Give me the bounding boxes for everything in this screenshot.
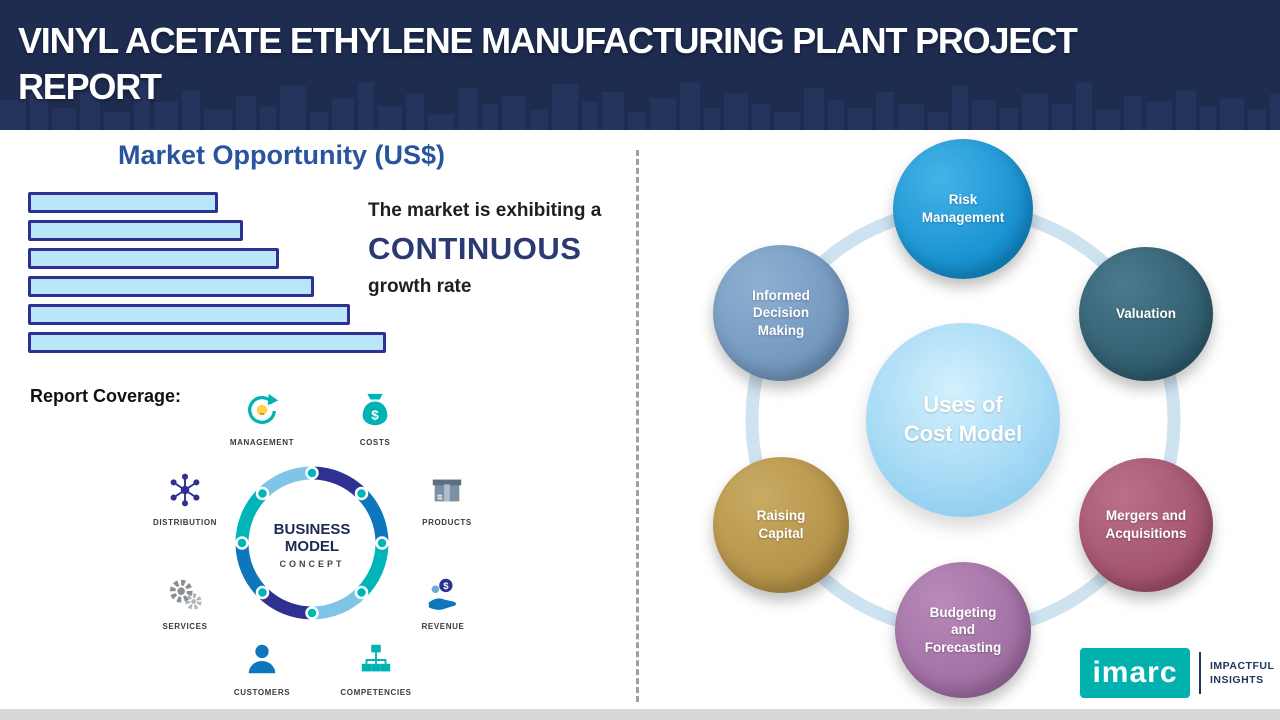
circle-mergers-acquisitions-label: Mergers and Acquisitions [1105,508,1187,541]
circle-valuation-label: Valuation [1115,306,1176,322]
logo-tagline-line2: INSIGHTS [1210,674,1264,686]
market-growth-text: The market is exhibiting a CONTINUOUS gr… [368,200,638,298]
market-opportunity-bar-chart [28,192,386,360]
market-bar [28,192,218,213]
management-icon [243,391,281,434]
uses-center-line1: Uses of [923,392,1003,418]
services-label: SERVICES [162,622,208,631]
services-item: SERVICES [140,575,230,631]
costs-label: COSTS [359,438,391,447]
competencies-label: COMPETENCIES [340,688,412,697]
report-coverage-label: Report Coverage: [30,386,182,406]
uses-of-cost-model-circle: Uses of Cost Model [866,323,1060,517]
distribution-label: DISTRIBUTION [152,518,218,527]
management-item: MANAGEMENT [217,391,307,447]
circle-budgeting-forecasting: Budgeting and Forecasting [895,562,1031,698]
market-bar [28,304,350,325]
circle-valuation: Valuation [1079,247,1213,381]
logo-divider [1199,652,1201,694]
box-icon [428,471,466,514]
products-label: PRODUCTS [422,518,472,527]
city-skyline-graphic [0,80,1280,130]
business-model-diagram: BUSINESS MODEL CONCEPT MANAGEMENT $ COST… [140,383,520,713]
gears-icon [166,575,204,618]
market-bar [28,220,243,241]
management-label: MANAGEMENT [229,438,295,447]
imarc-logo: imarc IMPACTFUL INSIGHTS [1080,648,1274,698]
org-chart-icon [357,641,395,684]
hand-coins-icon: $ [424,575,462,618]
circle-informed-decision-making: Informed Decision Making [713,245,849,381]
circle-mergers-acquisitions: Mergers and Acquisitions [1079,458,1213,592]
svg-text:$: $ [443,581,449,592]
market-text-line1: The market is exhibiting a [368,200,602,221]
logo-tagline: IMPACTFUL INSIGHTS [1210,659,1274,687]
distribution-item: DISTRIBUTION [140,471,230,527]
network-icon [166,471,204,514]
products-item: PRODUCTS [402,471,492,527]
section-title-market-opportunity: Market Opportunity (US$) [118,140,446,170]
revenue-label: REVENUE [421,622,465,631]
business-model-title: BUSINESS MODEL [273,521,351,556]
imarc-logo-box: imarc [1080,648,1190,698]
uses-center-line2: Cost Model [903,421,1023,446]
market-bar [28,276,314,297]
business-model-center: BUSINESS MODEL CONCEPT [252,521,372,569]
circle-raising-capital: Raising Capital [713,457,849,593]
circle-budgeting-forecasting-label: Budgeting and Forecasting [924,604,1002,655]
market-text-continuous: CONTINUOUS [368,231,582,266]
imarc-brand-text: imarc [1092,656,1178,689]
money-bag-icon: $ [356,391,394,434]
person-icon [243,641,281,684]
circle-risk-management: Risk Management [893,139,1033,279]
customers-label: CUSTOMERS [233,688,291,697]
revenue-item: $ REVENUE [398,575,488,631]
business-model-subtitle: CONCEPT [279,558,345,569]
svg-text:$: $ [371,408,379,423]
circle-informed-decision-making-label: Informed Decision Making [752,287,810,338]
competencies-item: COMPETENCIES [331,641,421,697]
market-text-line3: growth rate [368,276,472,297]
footer-strip [0,709,1280,720]
costs-item: $ COSTS [330,391,420,447]
page-title: VINYL ACETATE ETHYLENE MANUFACTURING PLA… [18,20,1078,107]
circle-risk-management-label: Risk Management [921,192,1005,225]
logo-tagline-line1: IMPACTFUL [1210,659,1275,672]
business-model-ring-graphic [235,466,389,620]
circle-raising-capital-label: Raising Capital [756,508,806,541]
vertical-dashed-divider [636,150,639,702]
market-bar [28,248,279,269]
market-bar [28,332,386,353]
header-banner: VINYL ACETATE ETHYLENE MANUFACTURING PLA… [0,0,1280,130]
customers-item: CUSTOMERS [217,641,307,697]
